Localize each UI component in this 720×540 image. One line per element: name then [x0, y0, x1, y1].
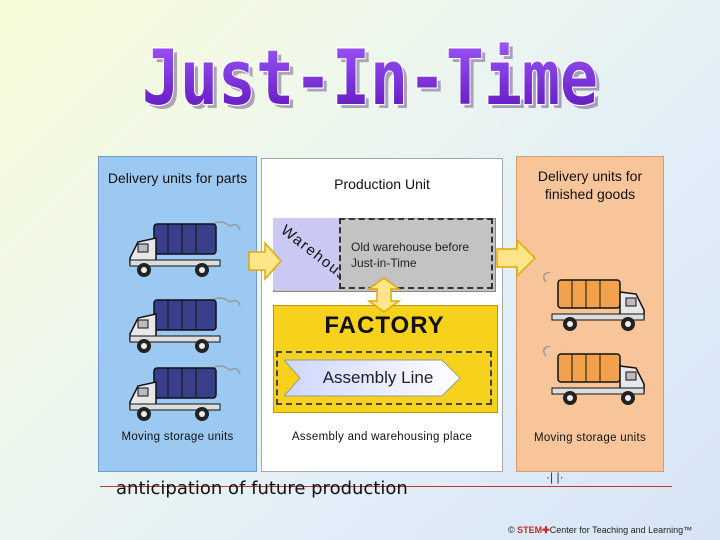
delivery-truck-icon: [124, 294, 242, 358]
footer-credit: © STEM✚Center for Teaching and Learning™: [508, 525, 692, 536]
old-warehouse-note: Old warehouse before Just-in-Time: [351, 239, 491, 271]
cropped-text-fragment: ·| |·: [546, 470, 564, 484]
goods-delivery-header: Delivery units for finished goods: [517, 167, 663, 203]
factory-label: FACTORY: [273, 312, 496, 340]
goods-delivery-footer: Moving storage units: [517, 430, 663, 446]
right-arrow-icon: [496, 238, 536, 278]
production-unit-header: Production Unit: [262, 175, 502, 193]
title-text: Just-In-Time: [142, 33, 598, 122]
parts-delivery-footer: Moving storage units: [99, 429, 256, 445]
parts-delivery-header: Delivery units for parts: [99, 169, 256, 187]
delivery-truck-icon: [124, 218, 242, 282]
production-unit-footer: Assembly and warehousing place: [262, 429, 502, 445]
footer-org-name: Center for Teaching and Learning™: [550, 525, 692, 535]
svg-text:Warehouse: Warehouse: [278, 222, 340, 290]
up-down-arrow-icon: [366, 277, 402, 313]
plus-icon: ✚: [542, 525, 550, 535]
delivery-truck-icon: [538, 272, 648, 334]
right-arrow-icon: [248, 241, 282, 281]
assembly-line-label: Assembly Line: [298, 368, 458, 388]
warehouse-label: Warehouse: [276, 218, 340, 290]
copyright-symbol: ©: [508, 525, 515, 535]
delivery-truck-icon: [124, 362, 242, 426]
slide-title: Just-In-Time Just-In-Time: [120, 20, 620, 132]
jit-diagram: Delivery units for parts Moving storage …: [98, 156, 664, 472]
stem-brand: STEM: [517, 525, 542, 535]
caption-text: anticipation of future production: [116, 478, 408, 499]
delivery-truck-icon: [538, 346, 648, 408]
